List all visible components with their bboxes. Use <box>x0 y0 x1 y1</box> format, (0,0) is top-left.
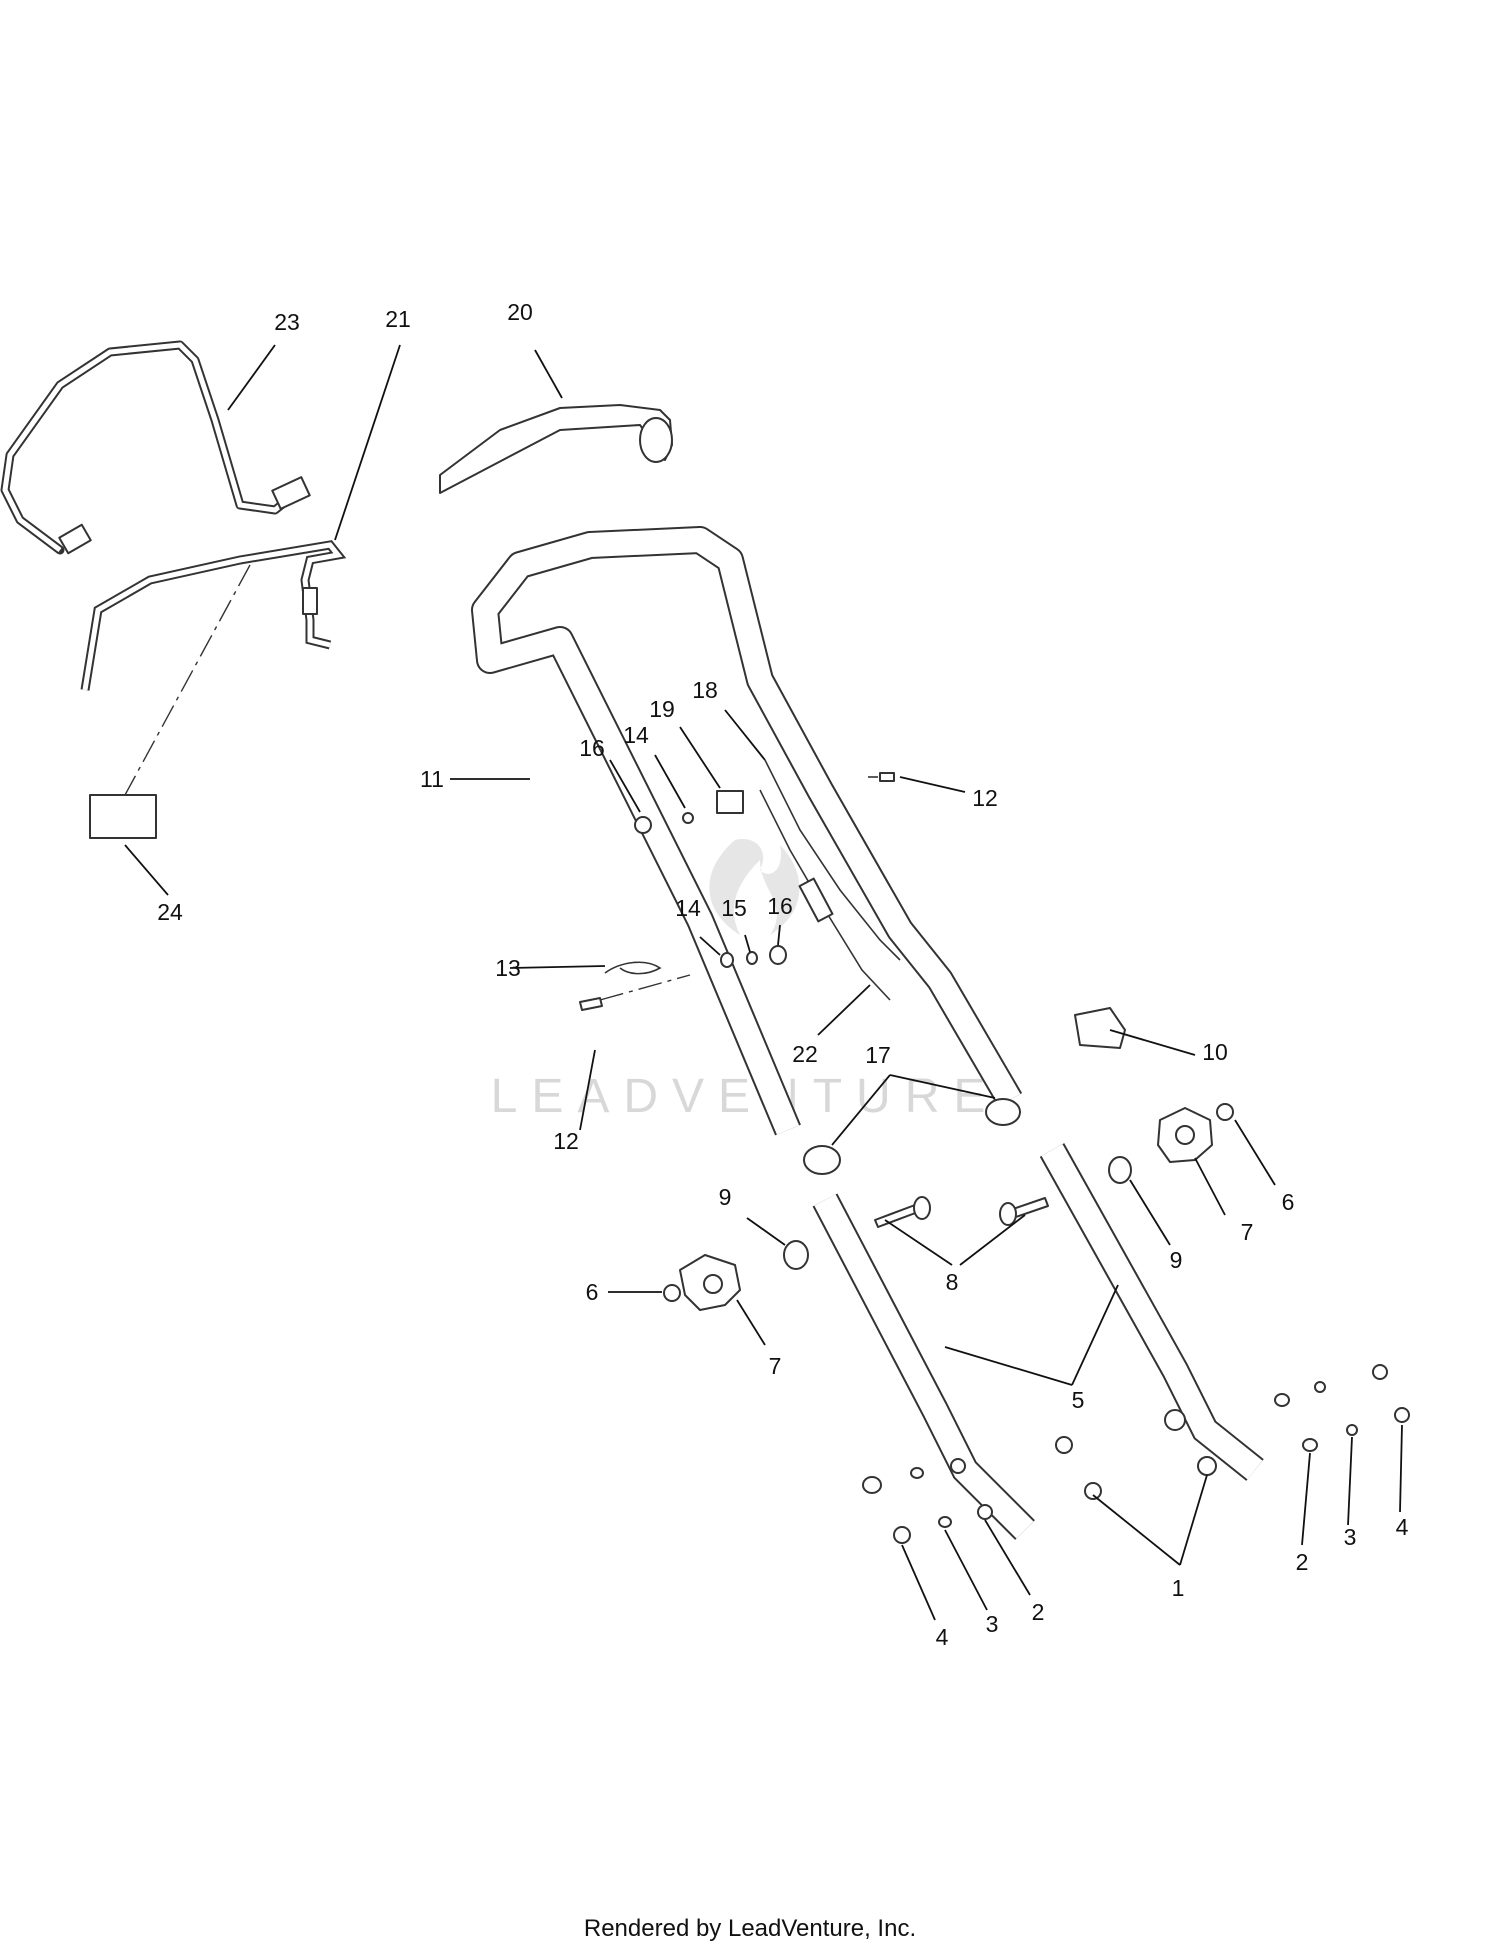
bushing-1a <box>1055 1436 1073 1454</box>
callout-13: 13 <box>495 955 521 981</box>
callout-17: 17 <box>865 1042 891 1068</box>
cable-18 <box>764 759 901 961</box>
callout-19: 19 <box>649 696 675 722</box>
callout-9a: 9 <box>719 1184 732 1210</box>
lower-handle-5 <box>812 1143 1264 1540</box>
lower-hardware <box>862 1364 1410 1544</box>
callout-8: 8 <box>946 1269 959 1295</box>
bolt-8a <box>874 1204 919 1228</box>
callout-12a: 12 <box>972 785 998 811</box>
spring-washer-15 <box>746 951 758 965</box>
callout-11: 11 <box>420 766 444 792</box>
hairpin-13 <box>604 961 662 975</box>
control-rod-21 <box>80 540 347 691</box>
bail-handle-23 <box>0 340 311 555</box>
callout-4b: 4 <box>1396 1514 1409 1540</box>
callout-24: 24 <box>157 899 183 925</box>
callout-3a: 3 <box>986 1611 999 1637</box>
cap-17b <box>985 1098 1021 1126</box>
grip-20 <box>439 404 673 494</box>
watermark-text: LEADVENTURE <box>491 1070 1000 1123</box>
bushing-1b <box>1084 1482 1102 1500</box>
callout-6b: 6 <box>1282 1189 1295 1215</box>
callout-4a: 4 <box>936 1624 949 1650</box>
nut-16a <box>634 816 652 834</box>
callout-16a: 16 <box>579 735 605 761</box>
callout-14a: 14 <box>623 722 649 748</box>
nut-6a <box>663 1284 681 1302</box>
callout-10: 10 <box>1202 1039 1228 1065</box>
nut-16b <box>769 945 787 965</box>
callout-23: 23 <box>274 309 300 335</box>
washer-14b <box>720 952 734 968</box>
leader-lines <box>124 344 1403 1621</box>
cable-guide-10 <box>1074 1007 1126 1049</box>
upper-handle-11 <box>471 526 1023 1136</box>
callout-16b: 16 <box>767 893 793 919</box>
bushing-1d <box>1197 1456 1217 1476</box>
callout-1: 1 <box>1172 1575 1185 1601</box>
washer-14a <box>682 812 694 824</box>
cable-clip-22 <box>798 877 834 923</box>
cap-17a <box>803 1145 841 1175</box>
callout-2b: 2 <box>1296 1549 1309 1575</box>
callout-18: 18 <box>692 677 718 703</box>
callout-7b: 7 <box>1241 1219 1254 1245</box>
label-24 <box>89 794 157 839</box>
callout-14b: 14 <box>675 895 701 921</box>
callout-21: 21 <box>385 306 411 332</box>
callout-15: 15 <box>721 895 747 921</box>
watermark: LEADVENTURE <box>491 839 1000 1123</box>
grommet-9a <box>783 1240 809 1270</box>
nut-6b <box>1216 1103 1234 1121</box>
callout-3b: 3 <box>1344 1524 1357 1550</box>
callout-6a: 6 <box>586 1279 599 1305</box>
callout-20: 20 <box>507 299 533 325</box>
bolt-12a <box>879 772 895 782</box>
callout-22: 22 <box>792 1041 818 1067</box>
callout-12b: 12 <box>553 1128 579 1154</box>
footer-credit: Rendered by LeadVenture, Inc. <box>583 1915 917 1942</box>
callout-7a: 7 <box>769 1353 782 1379</box>
cable-bracket-19 <box>716 790 744 814</box>
callout-5: 5 <box>1072 1387 1085 1413</box>
grommet-9b <box>1108 1156 1132 1184</box>
bushing-1c <box>1164 1409 1186 1431</box>
bolt-12b <box>579 997 603 1011</box>
callout-2a: 2 <box>1032 1599 1045 1625</box>
callout-numbers: 23 21 20 24 11 16 14 19 18 12 13 14 15 1… <box>157 299 1408 1650</box>
callout-9b: 9 <box>1170 1247 1183 1273</box>
